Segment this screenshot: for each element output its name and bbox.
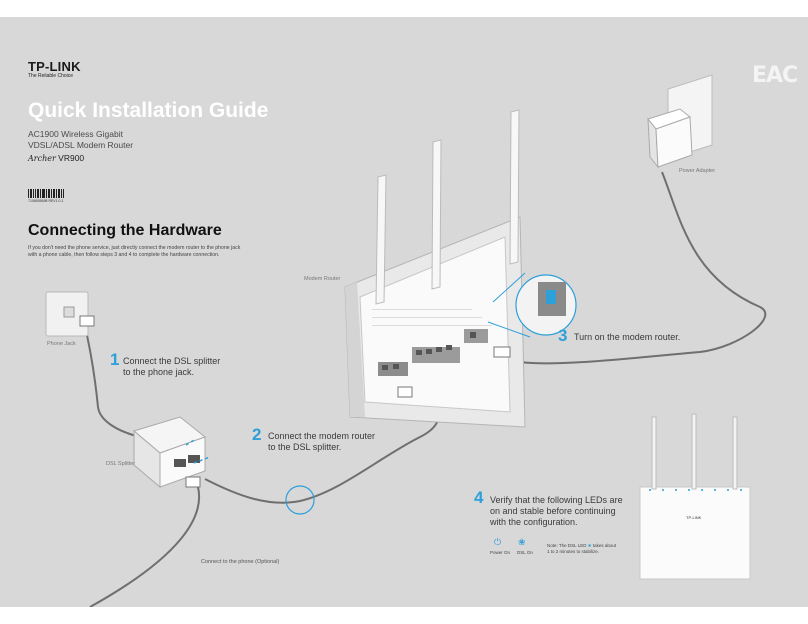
modem-router — [344, 109, 526, 428]
dsl-led-label: DSL On — [517, 550, 533, 555]
logo-wordmark: TP-LINK — [28, 59, 81, 74]
phone-jack-cable — [83, 321, 141, 438]
step-4-number: 4 — [474, 488, 484, 507]
cables — [83, 171, 767, 607]
phone-jack — [45, 291, 95, 337]
phone-optional-cable — [89, 486, 200, 607]
step-3-number: 3 — [558, 326, 568, 345]
eac-mark: EAC — [752, 63, 798, 88]
led-note-end: takes about — [592, 543, 617, 548]
router-vent-pattern — [372, 309, 492, 326]
power-led-label: Power On — [490, 550, 511, 555]
led-note-line-2: 1 to 2 minutes to stabilize. — [547, 549, 600, 554]
dsl-splitter-label: DSL Splitter — [106, 461, 136, 467]
guide-title: Quick Installation Guide — [28, 99, 269, 122]
step-4-line-1: Verify that the following LEDs are — [490, 495, 623, 505]
step-3: 3 — [558, 327, 567, 346]
step-1-line-1: Connect the DSL splitter — [123, 356, 221, 366]
dsl-splitter — [132, 416, 207, 489]
router-front-logo: TP-LINK — [686, 515, 702, 520]
guide-subtitle-1: AC1900 Wireless Gigabit — [28, 129, 123, 139]
step-4-text: Verify that the following LEDs are on an… — [490, 495, 623, 528]
step-1-text: Connect the DSL splitter to the phone ja… — [123, 356, 220, 378]
section-heading: Connecting the Hardware — [28, 222, 222, 239]
step-1-line-2: to the phone jack. — [123, 367, 195, 377]
guide-sheet: EAC TP-LINK The Reliable Choice Quick In… — [0, 17, 808, 607]
step-2: 2 — [252, 426, 261, 445]
step-2-text: Connect the modem router to the DSL spli… — [268, 431, 375, 453]
logo-tagline: The Reliable Choice — [28, 73, 74, 79]
power-led-icon: ⏻ — [494, 537, 502, 547]
power-adapter-label: Power Adapter — [679, 168, 716, 174]
dsl-inline-icon: ❀ — [587, 543, 592, 548]
tp-link-logo: TP-LINK The Reliable Choice — [28, 59, 81, 79]
step-4-line-2: on and stable before continuing — [490, 506, 616, 516]
step-2-line-2: to the DSL splitter. — [268, 442, 342, 452]
step-3-text: Turn on the modem router. — [574, 332, 681, 342]
barcode-text: 7106505698 REV1.0.1 — [28, 199, 64, 203]
guide-subtitle-2: VDSL/ADSL Modem Router — [28, 140, 134, 150]
power-button-zoom — [487, 272, 577, 338]
model-brand: Archer — [28, 154, 56, 163]
router-front-view — [639, 413, 751, 580]
barcode-image — [28, 189, 64, 198]
model-name: Archer VR900 — [28, 153, 84, 163]
led-note-start: Note: The DSL LED — [547, 543, 587, 548]
power-adapter — [647, 74, 713, 169]
step-1-number: 1 — [110, 350, 120, 369]
hardware-illustration — [45, 74, 767, 607]
modem-router-label: Modem Router — [304, 276, 341, 282]
model-number: VR900 — [58, 153, 85, 163]
step-2-line-1: Connect the modem router — [268, 431, 376, 441]
led-note: Note: The DSL LED ❀ takes about 1 to 2 m… — [547, 543, 616, 554]
step-4: 4 — [474, 489, 483, 508]
dsl-led-icon: ❀ — [518, 537, 526, 547]
power-cable — [519, 171, 767, 365]
step-4-line-3: with the configuration. — [490, 517, 578, 527]
splitter-to-router-cable — [204, 401, 440, 504]
section-intro: If you don't need the phone service, jus… — [28, 245, 241, 258]
cable-zoom-circle — [285, 485, 315, 515]
phone-jack-label: Phone Jack — [47, 341, 76, 347]
connect-phone-label: Connect to the phone (Optional) — [201, 559, 280, 565]
step-2-number: 2 — [252, 425, 262, 444]
step-1: 1 — [110, 351, 119, 370]
